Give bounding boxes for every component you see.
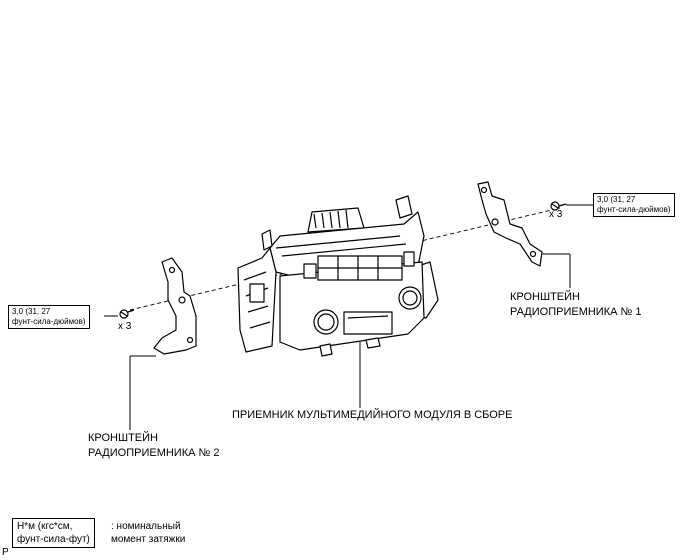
bracket-2-label-line-1: КРОНШТЕЙН bbox=[88, 432, 158, 444]
bracket-1-label: КРОНШТЕЙН РАДИОПРИЕМНИКА № 1 bbox=[510, 290, 642, 320]
legend-desc-line-1: : номинальный bbox=[111, 521, 181, 532]
screw-left-drawing bbox=[119, 309, 135, 319]
torque-spec-line-1: 3,0 (31, 27 bbox=[597, 195, 636, 204]
quantity-label-right: x 3 bbox=[549, 209, 563, 220]
torque-spec-box-left: 3,0 (31, 27 фунт-сила-дюймов) bbox=[8, 305, 90, 329]
receiver-assembly-label: ПРИЕМНИК МУЛЬТИМЕДИЙНОГО МОДУЛЯ В СБОРЕ bbox=[232, 409, 513, 421]
torque-spec-line-1: 3,0 (31, 27 bbox=[12, 307, 51, 316]
corner-mark: P bbox=[2, 547, 9, 558]
bracket-1-drawing bbox=[477, 181, 543, 267]
torque-spec-line-2: фунт-сила-дюймов) bbox=[597, 205, 671, 214]
torque-spec-box-right: 3,0 (31, 27 фунт-сила-дюймов) bbox=[593, 193, 675, 217]
legend-unit-line-1: Н*м (кгс*см, bbox=[17, 521, 73, 532]
legend-unit-line-2: фунт-сила-фут) bbox=[17, 534, 90, 545]
bracket-2-drawing bbox=[153, 257, 197, 355]
legend-desc-line-2: момент затяжки bbox=[111, 534, 186, 545]
bracket-1-label-line-1: КРОНШТЕЙН bbox=[510, 291, 580, 303]
bracket-2-label: КРОНШТЕЙН РАДИОПРИЕМНИКА № 2 bbox=[88, 431, 220, 461]
leader-lines bbox=[104, 204, 594, 430]
bracket-2-label-line-2: РАДИОПРИЕМНИКА № 2 bbox=[88, 447, 220, 459]
torque-spec-line-2: фунт-сила-дюймов) bbox=[12, 317, 86, 326]
receiver-assembly-drawing bbox=[237, 195, 439, 357]
quantity-label-left: x 3 bbox=[118, 321, 132, 332]
screw-right-drawing bbox=[550, 201, 567, 211]
torque-unit-legend-box: Н*м (кгс*см, фунт-сила-фут) bbox=[12, 518, 95, 548]
torque-legend-description: : номинальный момент затяжки bbox=[111, 520, 185, 546]
bracket-1-label-line-2: РАДИОПРИЕМНИКА № 1 bbox=[510, 306, 642, 318]
